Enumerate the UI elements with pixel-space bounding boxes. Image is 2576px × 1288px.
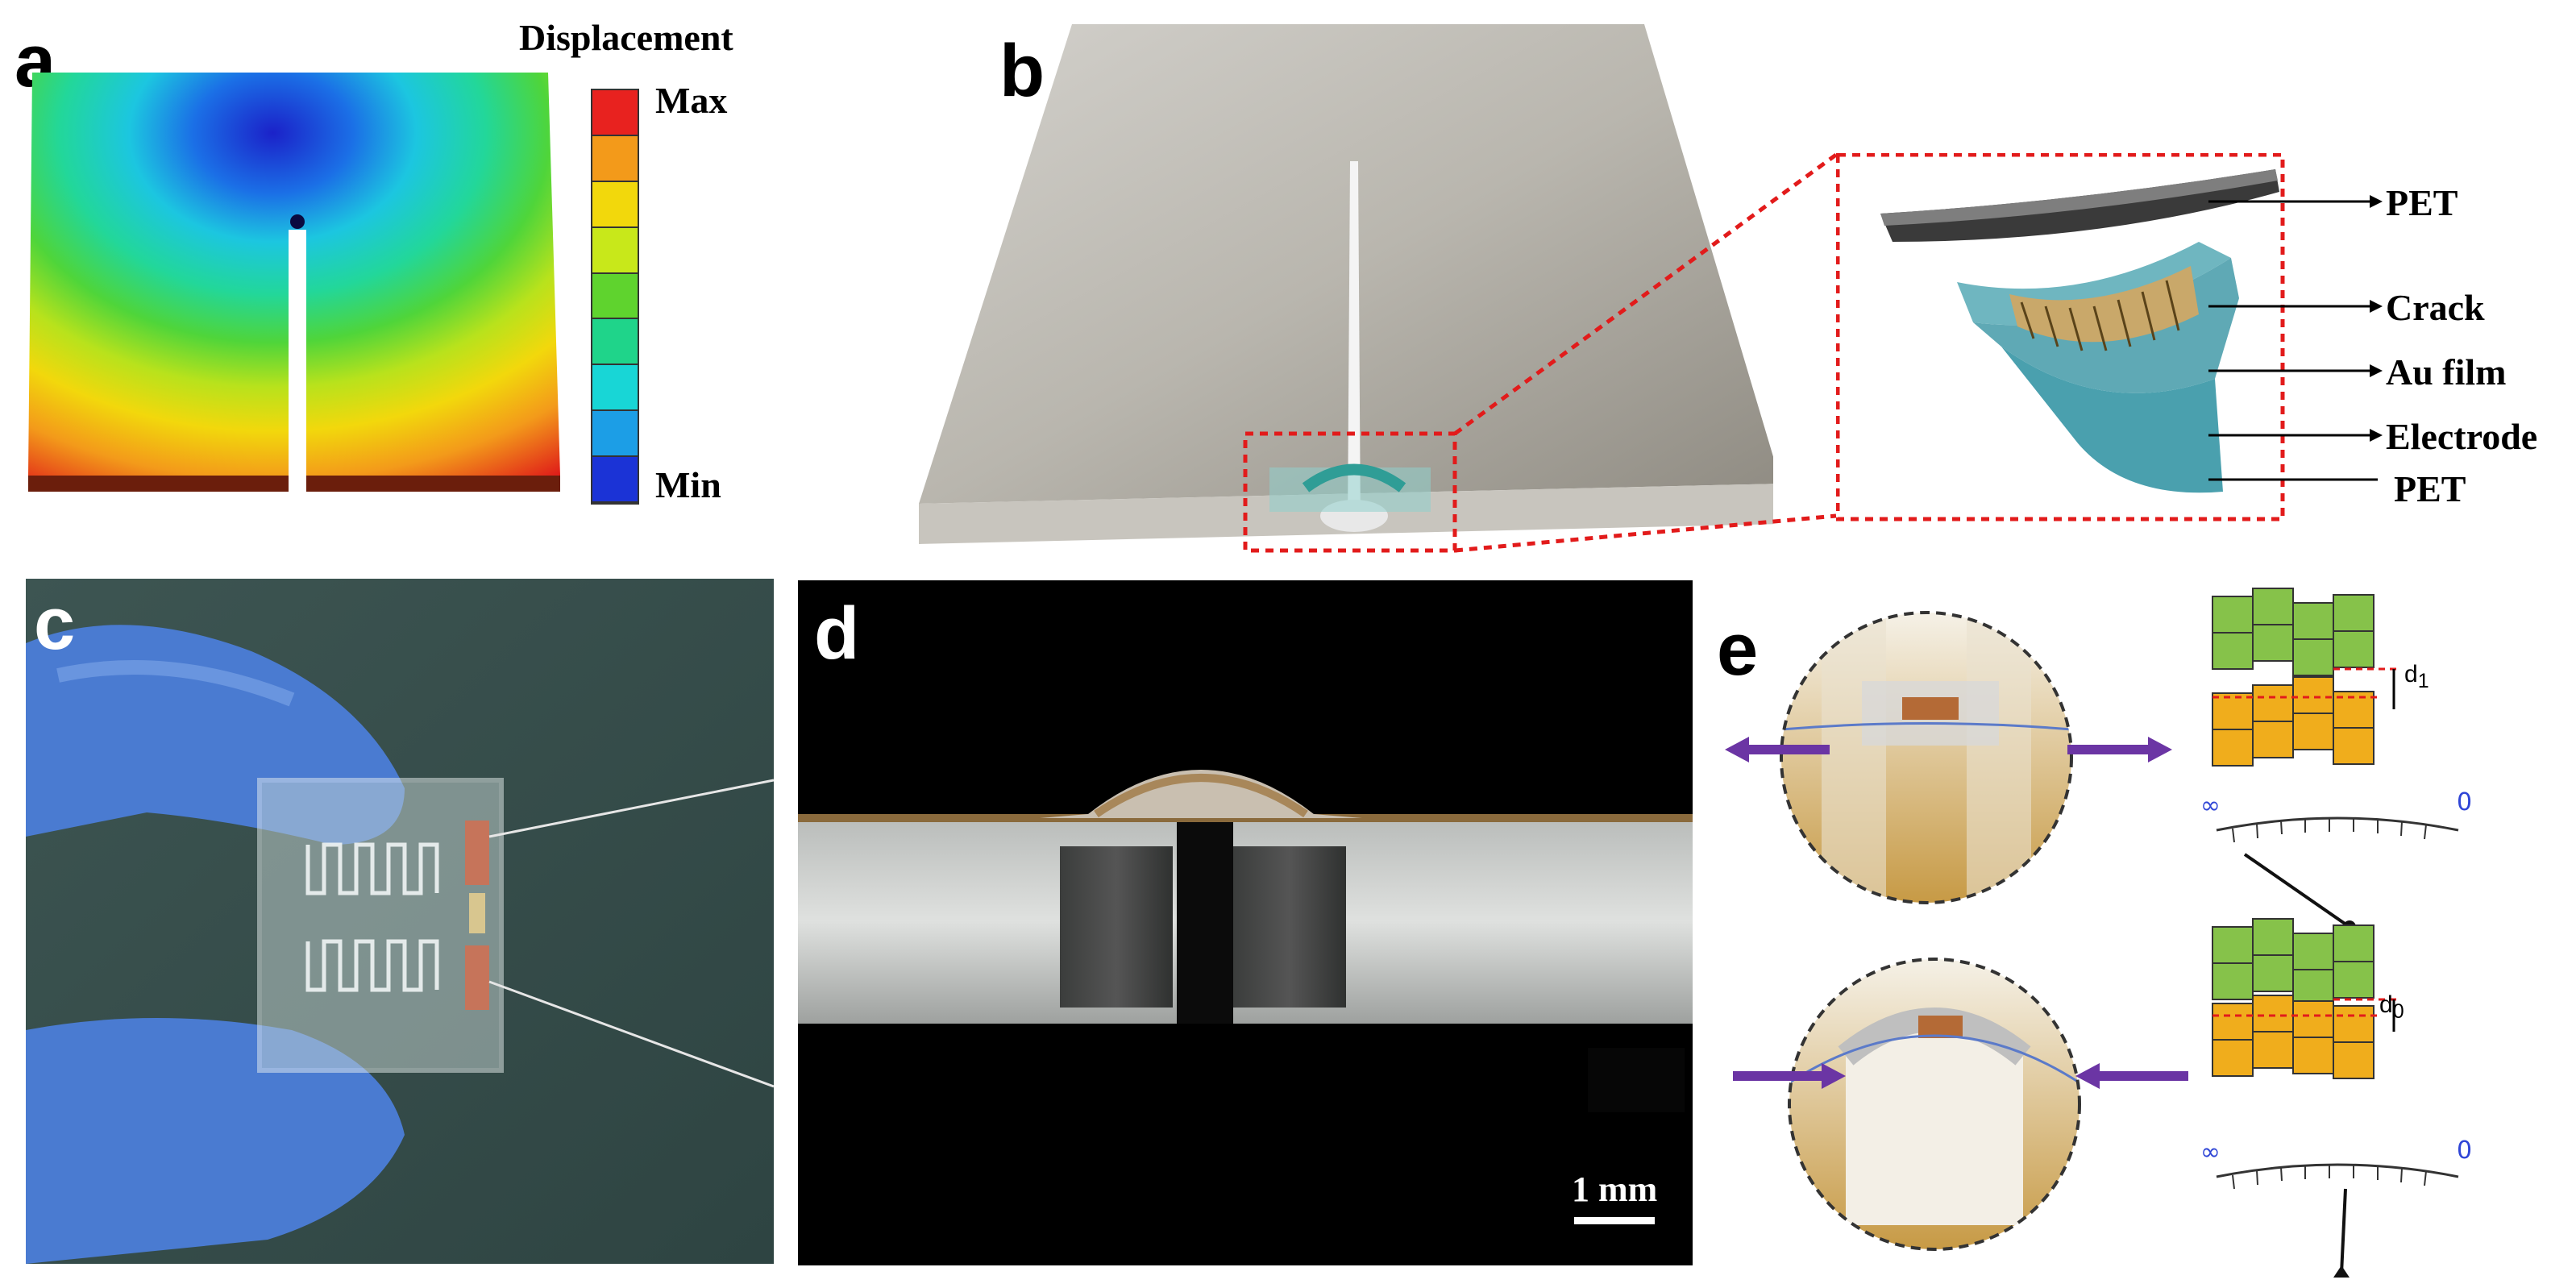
gap-label-top-sub: 1 [2417, 670, 2429, 692]
scale-min-label: Min [655, 464, 721, 505]
dial-zero-bottom: 0 [2457, 1136, 2473, 1165]
panel-a: a Displacement Max Min [0, 0, 806, 516]
panel-d: d 1 mm [798, 580, 1693, 1265]
gap-label-top-d: d [2404, 661, 2418, 688]
sensor-photo [26, 579, 774, 1264]
panel-e-label: e [1717, 609, 1759, 691]
dial-zero-top: 0 [2457, 788, 2473, 816]
dial-infinity-top: ∞ [2200, 791, 2221, 820]
dial-infinity-bottom: ∞ [2200, 1138, 2221, 1166]
displacement-contour-plot [28, 73, 560, 496]
layer-arrows [2208, 195, 2383, 481]
crack-schematic-stretched [2212, 588, 2398, 767]
gap-label-bottom: d0 [2379, 991, 2404, 1024]
compressed-state-circle [1788, 958, 2081, 1251]
sensor-layers-illustration [1836, 153, 2285, 521]
gap-label-bottom-d: d [2379, 991, 2393, 1018]
panel-c-label: c [34, 583, 76, 665]
layer-label-electrode: Electrode [2386, 416, 2538, 457]
gap-label-top: d1 [2404, 661, 2429, 693]
layer-label-pet-top: PET [2386, 182, 2458, 223]
scale-cell [592, 411, 638, 458]
scale-cell [592, 181, 638, 228]
arrow-compress-right-icon [2075, 1063, 2188, 1089]
arrow-compress-left-icon [1733, 1063, 1846, 1089]
displacement-legend-title: Displacement [519, 17, 733, 58]
scale-cell [592, 90, 638, 136]
layer-label-pet-bottom: PET [2394, 468, 2466, 509]
panel-d-label: d [814, 592, 860, 675]
scale-max-label: Max [655, 80, 728, 121]
scale-cell [592, 227, 638, 274]
scale-bar [1574, 1217, 1655, 1224]
metal-plate-illustration [919, 24, 1773, 553]
panel-e: e [1701, 580, 2576, 1282]
arrow-stretch-right-icon [2067, 737, 2172, 762]
scale-cell [592, 457, 638, 504]
scale-bar-label: 1 mm [1572, 1170, 1658, 1209]
panel-b-label: b [999, 30, 1045, 112]
gap-label-bottom-sub: 0 [2392, 1000, 2404, 1023]
scale-cell [592, 365, 638, 412]
crack-schematic-compressed [2212, 918, 2398, 1079]
layer-label-crack: Crack [2386, 287, 2485, 328]
scale-cell [592, 273, 638, 320]
panel-c: c [26, 579, 774, 1264]
displacement-color-scale [591, 89, 639, 505]
microscope-cross-section [798, 580, 1693, 1265]
arrow-stretch-left-icon [1725, 737, 1830, 762]
layer-label-au-film: Au film [2386, 351, 2507, 393]
scale-cell [592, 319, 638, 366]
stretched-state-circle [1780, 611, 2073, 904]
resistance-dial-low [2216, 1163, 2459, 1278]
scale-cell [592, 135, 638, 182]
zoom-inset [1453, 152, 1838, 553]
panel-b: b [887, 0, 2576, 564]
